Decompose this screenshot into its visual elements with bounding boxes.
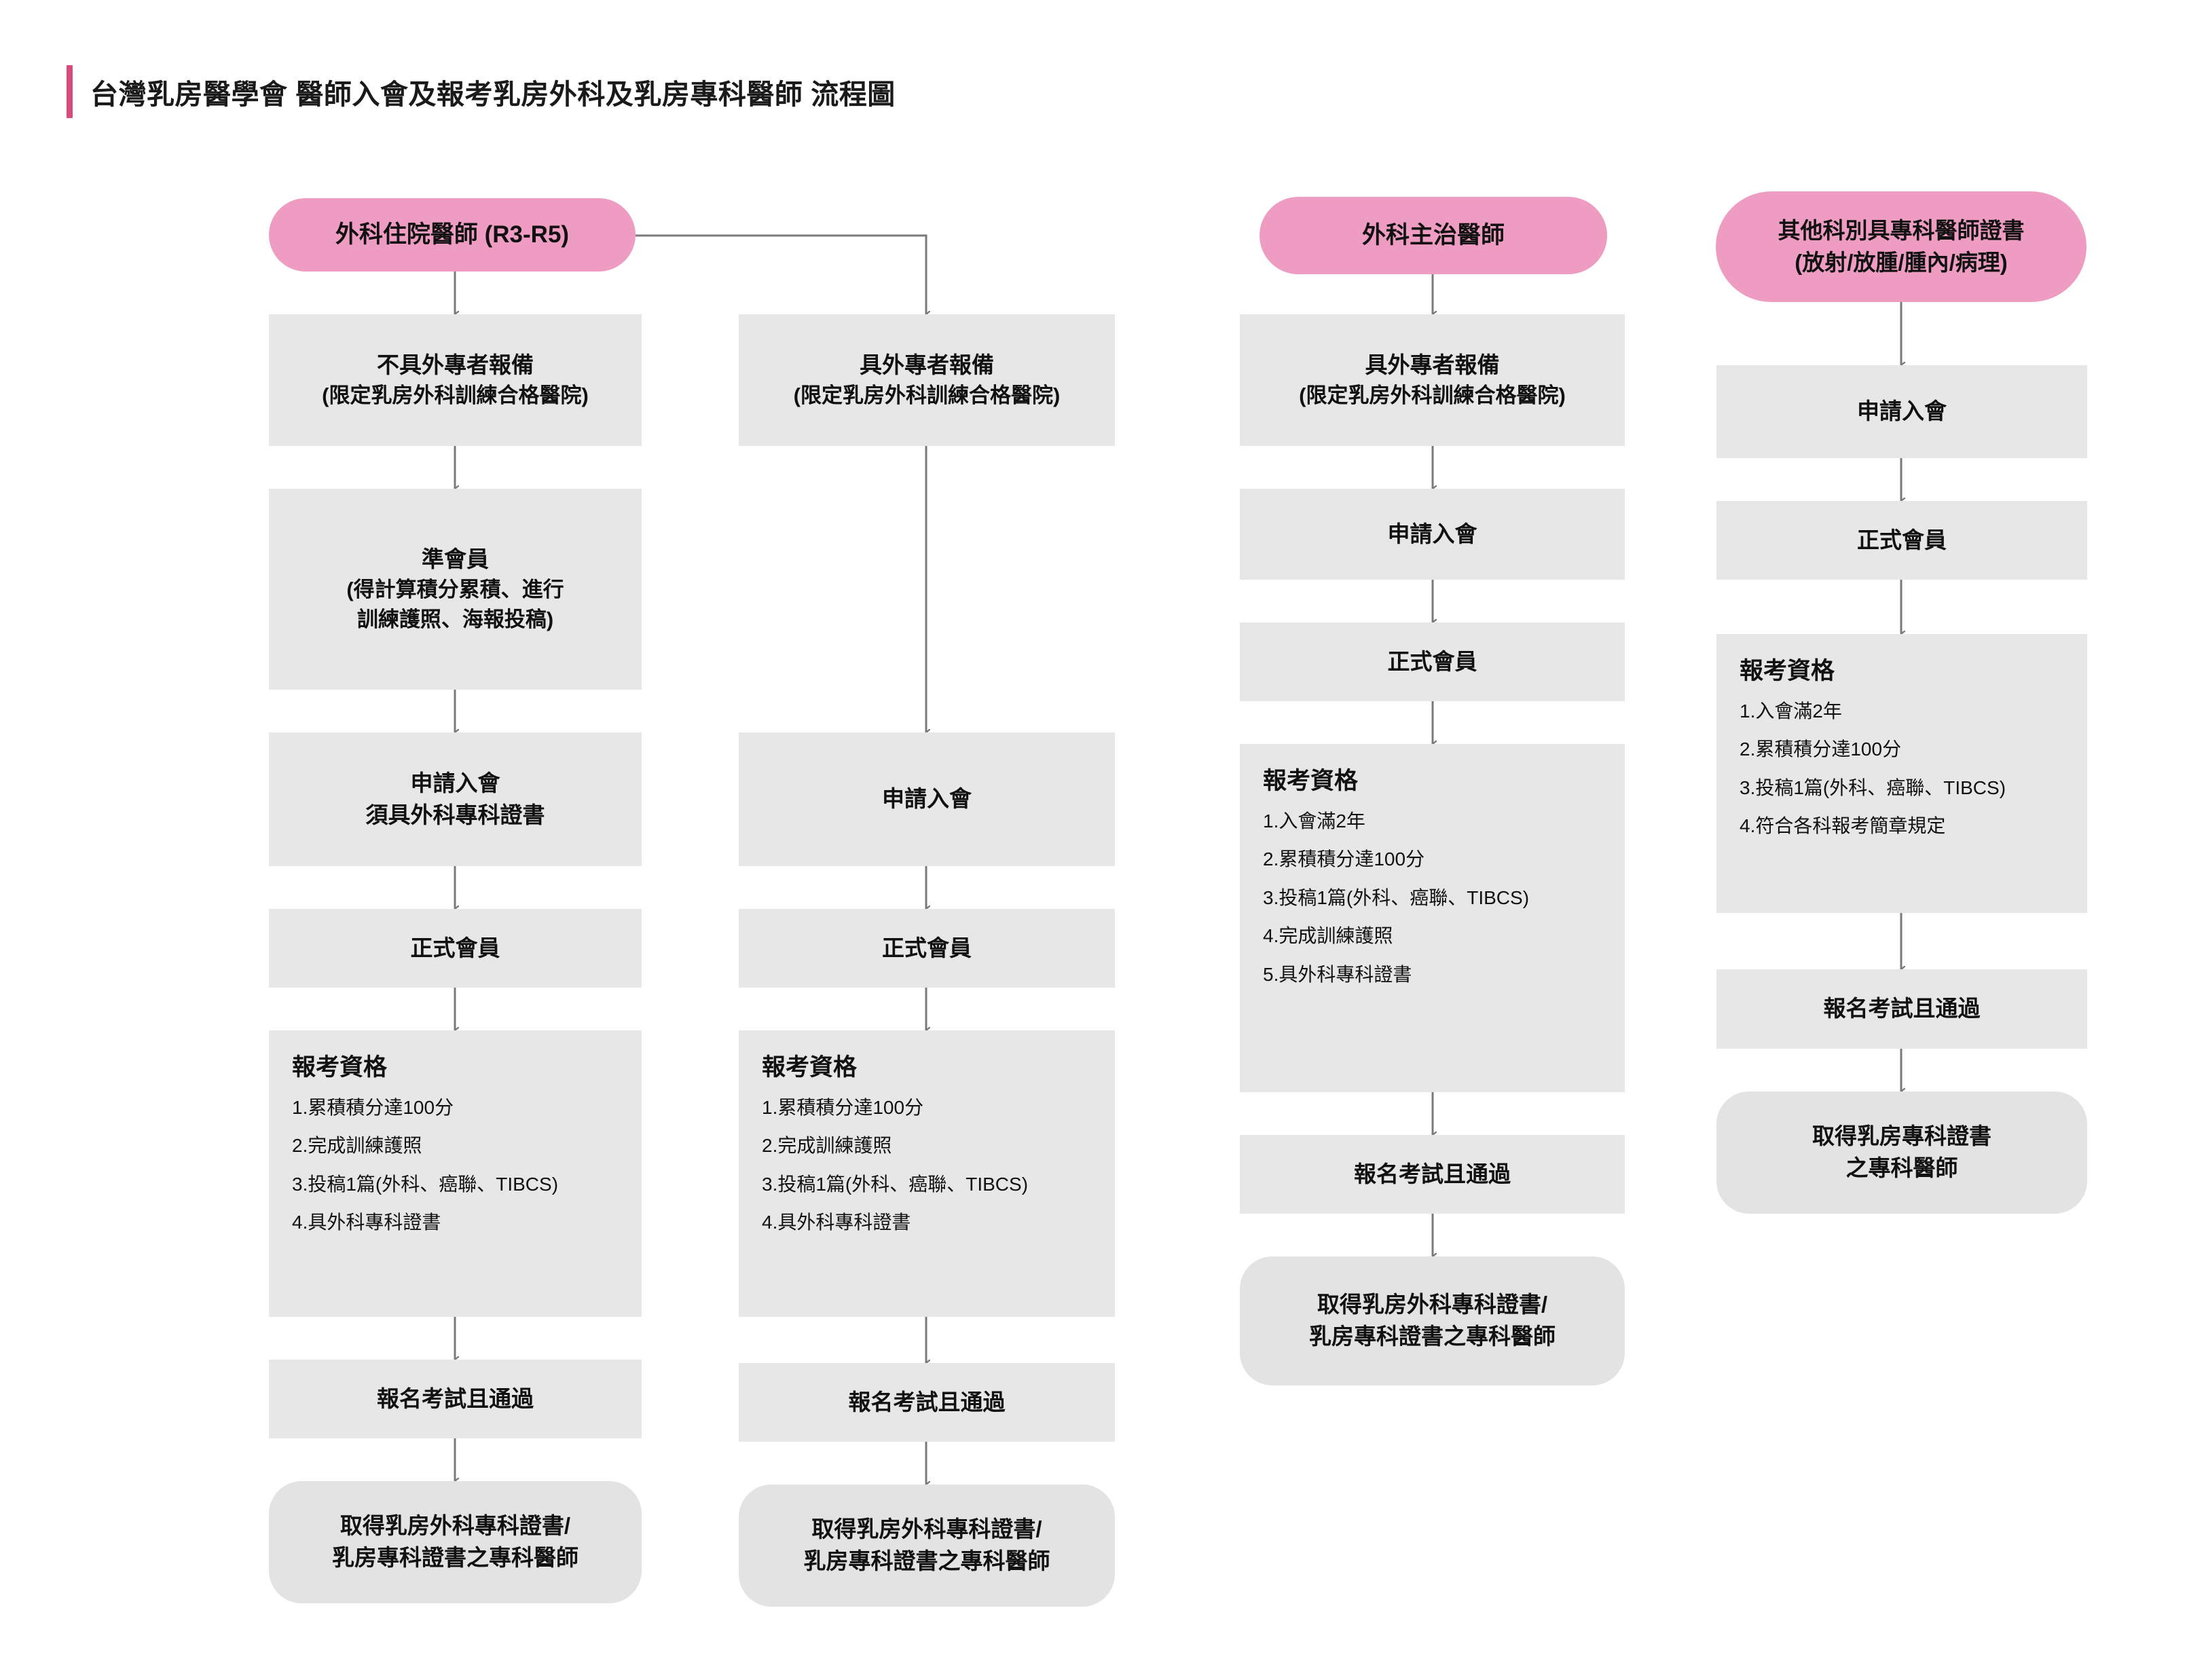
title-accent-bar bbox=[67, 65, 73, 118]
listbox-item: 1.入會滿2年 bbox=[1263, 810, 1365, 832]
node-c2-apply-membership[interactable]: 申請入會 bbox=[739, 732, 1115, 866]
node-line: 訓練護照、海報投稿) bbox=[356, 608, 554, 632]
node-c4-certificate-obtained[interactable]: 取得乳房專科證書 之專科醫師 bbox=[1716, 1091, 2087, 1214]
node-c4-exam-eligibility[interactable]: 報考資格 1.入會滿2年 2.累積積分達100分 3.投稿1篇(外科、癌聯、TI… bbox=[1716, 634, 2087, 913]
listbox-item: 3.投稿1篇(外科、癌聯、TIBCS) bbox=[1263, 886, 1530, 908]
node-line: 取得乳房外科專科證書/ bbox=[339, 1513, 571, 1539]
listbox-item: 5.具外科專科證書 bbox=[1263, 963, 1412, 985]
node-line: 申請入會 bbox=[1857, 398, 1947, 424]
listbox-item: 2.累積積分達100分 bbox=[1263, 848, 1425, 870]
node-c2-full-member[interactable]: 正式會員 bbox=[739, 909, 1115, 988]
node-line: 申請入會 bbox=[882, 786, 972, 812]
listbox-title: 報考資格 bbox=[292, 1054, 388, 1081]
node-line: 正式會員 bbox=[882, 935, 972, 960]
node-line: 乳房專科證書之專科醫師 bbox=[803, 1548, 1050, 1573]
node-c3-certificate-obtained[interactable]: 取得乳房外科專科證書/ 乳房專科證書之專科醫師 bbox=[1240, 1256, 1625, 1385]
page-title: 台灣乳房醫學會 醫師入會及報考乳房外科及乳房專科醫師 流程圖 bbox=[67, 65, 896, 118]
node-line: 報名考試且通過 bbox=[1354, 1161, 1511, 1187]
node-c1-associate-member[interactable]: 準會員 (得計算積分累積、進行 訓練護照、海報投稿) bbox=[269, 489, 642, 690]
node-c1-report-without-board[interactable]: 不具外專者報備 (限定乳房外科訓練合格醫院) bbox=[269, 314, 642, 446]
node-line: 取得乳房外科專科證書/ bbox=[811, 1516, 1042, 1542]
node-c3-apply-membership[interactable]: 申請入會 bbox=[1240, 489, 1625, 580]
node-c1-exam-eligibility[interactable]: 報考資格 1.累積積分達100分 2.完成訓練護照 3.投稿1篇(外科、癌聯、T… bbox=[269, 1030, 642, 1317]
node-c4-full-member[interactable]: 正式會員 bbox=[1716, 501, 2087, 580]
node-line: 準會員 bbox=[422, 546, 489, 572]
start-node-label: 外科住院醫師 (R3-R5) bbox=[335, 221, 570, 248]
node-c4-pass-exam[interactable]: 報名考試且通過 bbox=[1716, 969, 2087, 1049]
node-line: 報名考試且通過 bbox=[1823, 996, 1981, 1022]
node-line: 取得乳房外科專科證書/ bbox=[1317, 1292, 1548, 1318]
listbox-item: 4.具外科專科證書 bbox=[292, 1212, 441, 1233]
node-line: 之專科醫師 bbox=[1845, 1155, 1958, 1180]
listbox-item: 3.投稿1篇(外科、癌聯、TIBCS) bbox=[292, 1173, 559, 1195]
node-line: (得計算積分累積、進行 bbox=[346, 578, 564, 602]
listbox-title: 報考資格 bbox=[1740, 658, 1835, 684]
start-node-attending-surgeon[interactable]: 外科主治醫師 bbox=[1260, 197, 1607, 274]
listbox-item: 2.完成訓練護照 bbox=[292, 1135, 422, 1157]
node-c1-full-member[interactable]: 正式會員 bbox=[269, 909, 642, 988]
node-line: 取得乳房專科證書 bbox=[1812, 1123, 1991, 1149]
node-line: 報名考試且通過 bbox=[848, 1389, 1006, 1415]
listbox-item: 1.累積積分達100分 bbox=[762, 1097, 924, 1118]
node-c2-pass-exam[interactable]: 報名考試且通過 bbox=[739, 1363, 1115, 1442]
node-line: 具外專者報備 bbox=[860, 352, 994, 377]
listbox-item: 2.累積積分達100分 bbox=[1740, 739, 1902, 760]
node-c1-certificate-obtained[interactable]: 取得乳房外科專科證書/ 乳房專科證書之專科醫師 bbox=[269, 1481, 642, 1603]
start-node-label: 外科主治醫師 bbox=[1361, 222, 1505, 249]
listbox-item: 1.入會滿2年 bbox=[1740, 701, 1842, 722]
listbox-item: 2.完成訓練護照 bbox=[762, 1135, 892, 1157]
node-line: 正式會員 bbox=[410, 935, 500, 960]
node-c1-pass-exam[interactable]: 報名考試且通過 bbox=[269, 1360, 642, 1438]
node-c3-report-with-board[interactable]: 具外專者報備 (限定乳房外科訓練合格醫院) bbox=[1240, 314, 1625, 446]
node-c1-apply-membership[interactable]: 申請入會 須具外科專科證書 bbox=[269, 732, 642, 866]
start-node-label-line1: 其他科別具專科醫師證書 bbox=[1778, 217, 2025, 243]
listbox-item: 3.投稿1篇(外科、癌聯、TIBCS) bbox=[762, 1173, 1029, 1195]
node-line: 須具外科專科證書 bbox=[365, 802, 545, 827]
node-line: 不具外專者報備 bbox=[377, 352, 534, 377]
node-line: 乳房專科證書之專科醫師 bbox=[1309, 1324, 1556, 1349]
node-c3-full-member[interactable]: 正式會員 bbox=[1240, 622, 1625, 701]
start-node-label-line2: (放射/放腫/腫內/病理) bbox=[1795, 249, 2008, 275]
node-line: 申請入會 bbox=[410, 770, 500, 796]
node-c4-apply-membership[interactable]: 申請入會 bbox=[1716, 365, 2087, 458]
node-line: 報名考試且通過 bbox=[377, 1385, 534, 1411]
node-line: 具外專者報備 bbox=[1365, 352, 1500, 377]
node-line: (限定乳房外科訓練合格醫院) bbox=[322, 384, 589, 408]
listbox-item: 3.投稿1篇(外科、癌聯、TIBCS) bbox=[1740, 777, 2006, 798]
node-line: (限定乳房外科訓練合格醫院) bbox=[1299, 384, 1566, 408]
node-line: 正式會員 bbox=[1387, 648, 1477, 674]
node-c2-certificate-obtained[interactable]: 取得乳房外科專科證書/ 乳房專科證書之專科醫師 bbox=[739, 1485, 1115, 1607]
listbox-title: 報考資格 bbox=[1263, 768, 1359, 794]
node-c3-exam-eligibility[interactable]: 報考資格 1.入會滿2年 2.累積積分達100分 3.投稿1篇(外科、癌聯、TI… bbox=[1240, 744, 1625, 1092]
start-node-surgical-resident[interactable]: 外科住院醫師 (R3-R5) bbox=[269, 198, 636, 272]
page-title-text: 台灣乳房醫學會 醫師入會及報考乳房外科及乳房專科醫師 流程圖 bbox=[90, 79, 896, 110]
node-line: (限定乳房外科訓練合格醫院) bbox=[793, 384, 1061, 408]
listbox-item: 4.符合各科報考簡章規定 bbox=[1740, 815, 1946, 837]
listbox-item: 4.具外科專科證書 bbox=[762, 1212, 911, 1233]
node-c3-pass-exam[interactable]: 報名考試且通過 bbox=[1240, 1135, 1625, 1214]
listbox-item: 1.累積積分達100分 bbox=[292, 1097, 454, 1118]
node-c2-report-with-board[interactable]: 具外專者報備 (限定乳房外科訓練合格醫院) bbox=[739, 314, 1115, 446]
node-c2-exam-eligibility[interactable]: 報考資格 1.累積積分達100分 2.完成訓練護照 3.投稿1篇(外科、癌聯、T… bbox=[739, 1030, 1115, 1317]
listbox-item: 4.完成訓練護照 bbox=[1263, 925, 1393, 947]
node-line: 乳房專科證書之專科醫師 bbox=[332, 1545, 578, 1570]
listbox-title: 報考資格 bbox=[762, 1054, 858, 1081]
node-line: 申請入會 bbox=[1387, 521, 1477, 546]
start-node-other-specialty[interactable]: 其他科別具專科醫師證書 (放射/放腫/腫內/病理) bbox=[1716, 191, 2086, 302]
node-line: 正式會員 bbox=[1857, 527, 1947, 553]
